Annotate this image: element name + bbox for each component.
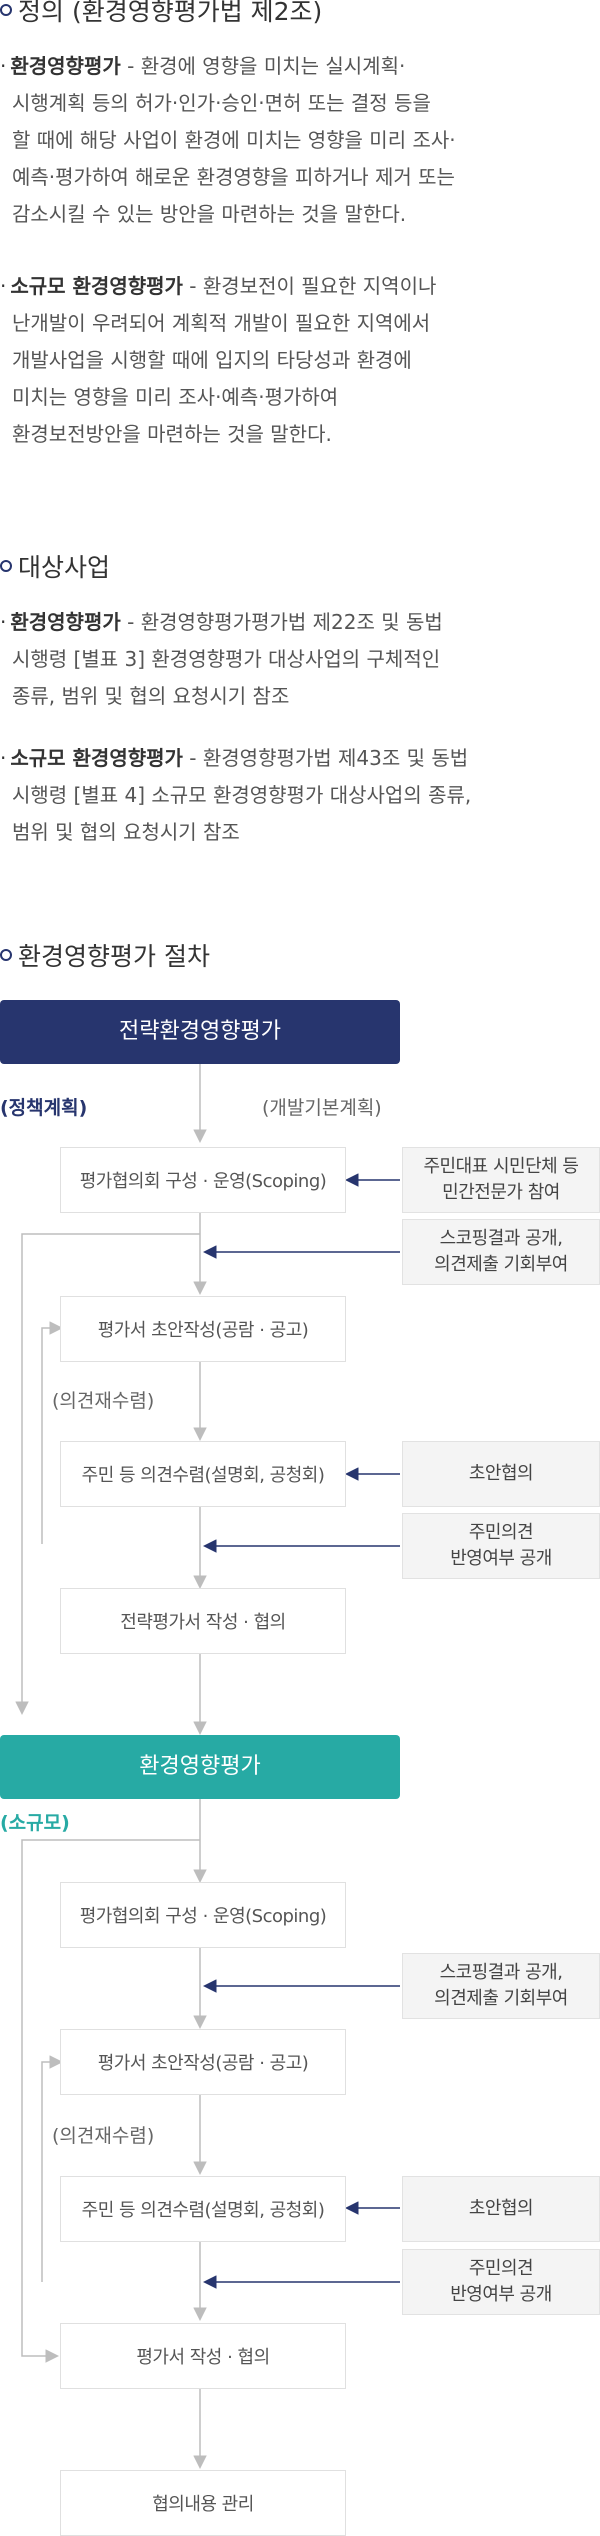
- dev-plan-label: (개발기본계획): [262, 1097, 382, 1119]
- targets-item-small-eia: ·소규모 환경영향평가 - 환경영향평가법 제43조 및 동법 시행령 [별표 …: [0, 746, 472, 844]
- note-draft-consult: 초안협의: [402, 1441, 600, 1507]
- note-participation: 주민대표 시민단체 등 민간전문가 참여: [402, 1147, 600, 1213]
- policy-plan-label: (정책계획): [0, 1097, 88, 1119]
- step-scoping: 평가협의회 구성 · 운영(Scoping): [60, 1147, 346, 1213]
- eia-step-draft: 평가서 초안작성(공람 · 공고): [60, 2029, 346, 2095]
- note-scoping-open: 스코핑결과 공개, 의견제출 기회부여: [402, 1219, 600, 1285]
- eia-note-reflect: 주민의견 반영여부 공개: [402, 2249, 600, 2315]
- targets-title: 대상사업: [0, 548, 110, 584]
- eia-step-opinion: 주민 등 의견수렴(설명회, 공청회): [60, 2176, 346, 2242]
- step-opinion: 주민 등 의견수렴(설명회, 공청회): [60, 1441, 346, 1507]
- ring-bullet-icon: [0, 4, 12, 16]
- strategic-eia-header: 전략환경영향평가: [0, 1000, 400, 1064]
- definition-item-small-eia: ·소규모 환경영향평가 - 환경보전이 필요한 지역이나 난개발이 우려되어 계…: [0, 274, 437, 446]
- ring-bullet-icon: [0, 560, 12, 572]
- step-draft: 평가서 초안작성(공람 · 공고): [60, 1296, 346, 1362]
- targets-item-eia: ·환경영향평가 - 환경영향평가평가법 제22조 및 동법 시행령 [별표 3]…: [0, 610, 443, 708]
- definition-item-eia: ·환경영향평가 - 환경에 영향을 미치는 실시계획· 시행계획 등의 허가·인…: [0, 54, 456, 226]
- procedure-title: 환경영향평가 절차: [0, 937, 210, 973]
- small-scale-label: (소규모): [0, 1812, 70, 1834]
- eia-step-manage: 협의내용 관리: [60, 2470, 346, 2536]
- eia-step-final: 평가서 작성 · 협의: [60, 2323, 346, 2389]
- eia-recollect-label: (의견재수렴): [52, 2125, 155, 2147]
- eia-note-scoping-open: 스코핑결과 공개, 의견제출 기회부여: [402, 1953, 600, 2019]
- ring-bullet-icon: [0, 949, 12, 961]
- eia-step-scoping: 평가협의회 구성 · 운영(Scoping): [60, 1882, 346, 1948]
- eia-note-draft-consult: 초안협의: [402, 2176, 600, 2242]
- step-strategic-final: 전략평가서 작성 · 협의: [60, 1588, 346, 1654]
- eia-header: 환경영향평가: [0, 1735, 400, 1799]
- definition-title: 정의 (환경영향평가법 제2조): [0, 0, 322, 28]
- note-reflect: 주민의견 반영여부 공개: [402, 1513, 600, 1579]
- recollect-label: (의견재수렴): [52, 1390, 155, 1412]
